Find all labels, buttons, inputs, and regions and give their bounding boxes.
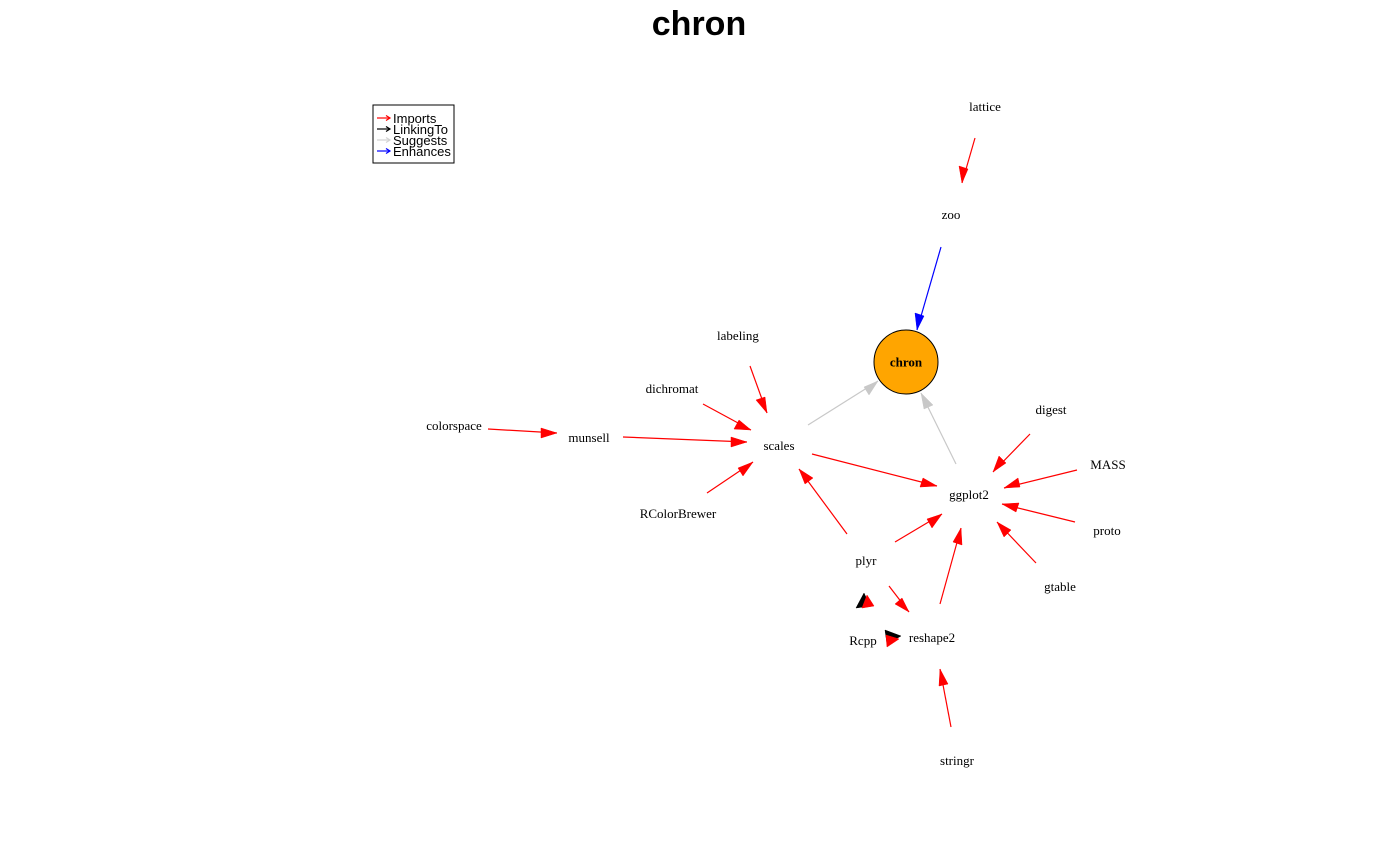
center-node-circle bbox=[873, 329, 939, 395]
edge-stringr-reshape2 bbox=[938, 668, 952, 728]
edge-arrowhead bbox=[863, 380, 879, 396]
edge-labeling-scales bbox=[749, 365, 768, 414]
edge-scales-ggplot2 bbox=[811, 453, 938, 488]
legend-label-linkingto: LinkingTo bbox=[393, 122, 448, 137]
center-node-label: chron bbox=[890, 355, 923, 370]
edge-lattice-zoo bbox=[958, 137, 976, 184]
edge-rcpp-reshape2-imports bbox=[885, 634, 900, 648]
node-proto: proto bbox=[1093, 523, 1120, 538]
node-ggplot2: ggplot2 bbox=[949, 487, 989, 502]
edge-digest-ggplot2 bbox=[992, 433, 1031, 473]
edge-dichromat-scales bbox=[702, 403, 752, 431]
edge-proto-ggplot2 bbox=[1001, 502, 1076, 523]
edge-scales-chron bbox=[807, 380, 879, 426]
edge-arrowhead bbox=[885, 634, 900, 648]
node-munsell: munsell bbox=[568, 430, 610, 445]
node-rcolorbrewer: RColorBrewer bbox=[640, 506, 717, 521]
node-rcpp: Rcpp bbox=[849, 633, 876, 648]
legend-arrowhead-enhances bbox=[385, 147, 392, 155]
edge-munsell-scales bbox=[622, 436, 748, 448]
node-digest: digest bbox=[1035, 402, 1066, 417]
legend-item-suggests: Suggests bbox=[377, 133, 448, 148]
node-reshape2: reshape2 bbox=[909, 630, 955, 645]
legend-label-suggests: Suggests bbox=[393, 133, 448, 148]
edge-plyr-ggplot2 bbox=[894, 513, 943, 543]
legend-item-imports: Imports bbox=[377, 111, 437, 126]
edge-arrowhead bbox=[938, 668, 949, 687]
legend-arrowhead-suggests bbox=[385, 136, 392, 144]
edge-arrowhead bbox=[920, 392, 934, 410]
edge-line bbox=[811, 453, 938, 487]
edges bbox=[487, 137, 1078, 728]
edge-arrowhead bbox=[952, 527, 963, 546]
legend-arrowhead-linkingto bbox=[385, 125, 392, 133]
edge-plyr-scales bbox=[798, 468, 848, 535]
node-mass: MASS bbox=[1090, 457, 1125, 472]
edge-arrowhead bbox=[730, 436, 748, 448]
edge-arrowhead bbox=[737, 461, 754, 477]
page-title: chron bbox=[652, 5, 746, 43]
node-plyr: plyr bbox=[856, 553, 878, 568]
edge-arrowhead bbox=[919, 477, 938, 488]
edge-arrowhead bbox=[914, 312, 925, 331]
edge-reshape2-ggplot2 bbox=[939, 527, 963, 605]
node-zoo: zoo bbox=[942, 207, 961, 222]
node-labels: lattice zoo labeling dichromat colorspac… bbox=[426, 99, 1126, 768]
edge-rcpp-plyr-imports bbox=[861, 594, 875, 609]
edge-arrowhead bbox=[540, 427, 558, 439]
edge-arrowhead bbox=[733, 419, 752, 431]
edge-arrowhead bbox=[894, 597, 910, 613]
edge-ggplot2-chron bbox=[920, 392, 957, 465]
edge-plyr-reshape2 bbox=[888, 585, 910, 613]
node-stringr: stringr bbox=[940, 753, 975, 768]
legend-label-imports: Imports bbox=[393, 111, 437, 126]
node-gtable: gtable bbox=[1044, 579, 1076, 594]
legend: Imports LinkingTo Suggests Enhances bbox=[372, 104, 455, 164]
edge-rcolorbrewer-scales bbox=[706, 461, 754, 494]
center-node: chron bbox=[873, 329, 939, 395]
edge-line bbox=[622, 436, 748, 443]
edge-arrowhead bbox=[926, 513, 943, 529]
edge-colorspace-munsell bbox=[487, 427, 558, 439]
edge-arrowhead bbox=[798, 468, 814, 485]
node-scales: scales bbox=[763, 438, 794, 453]
node-labeling: labeling bbox=[717, 328, 759, 343]
edge-arrowhead bbox=[755, 396, 768, 414]
edge-arrowhead bbox=[1001, 502, 1020, 513]
edge-arrowhead bbox=[958, 165, 969, 184]
edge-mass-ggplot2 bbox=[1003, 469, 1078, 489]
legend-item-enhances: Enhances bbox=[377, 144, 451, 159]
node-dichromat: dichromat bbox=[646, 381, 699, 396]
node-lattice: lattice bbox=[969, 99, 1001, 114]
legend-item-linkingto: LinkingTo bbox=[377, 122, 448, 137]
edge-arrowhead bbox=[861, 594, 875, 609]
edge-gtable-ggplot2 bbox=[996, 521, 1037, 564]
edge-arrowhead bbox=[992, 455, 1007, 473]
edge-arrowhead bbox=[996, 521, 1012, 538]
legend-arrowhead-imports bbox=[385, 114, 392, 122]
edge-arrowhead bbox=[1003, 477, 1021, 489]
node-colorspace: colorspace bbox=[426, 418, 482, 433]
legend-label-enhances: Enhances bbox=[393, 144, 451, 159]
edge-zoo-chron bbox=[914, 246, 942, 331]
